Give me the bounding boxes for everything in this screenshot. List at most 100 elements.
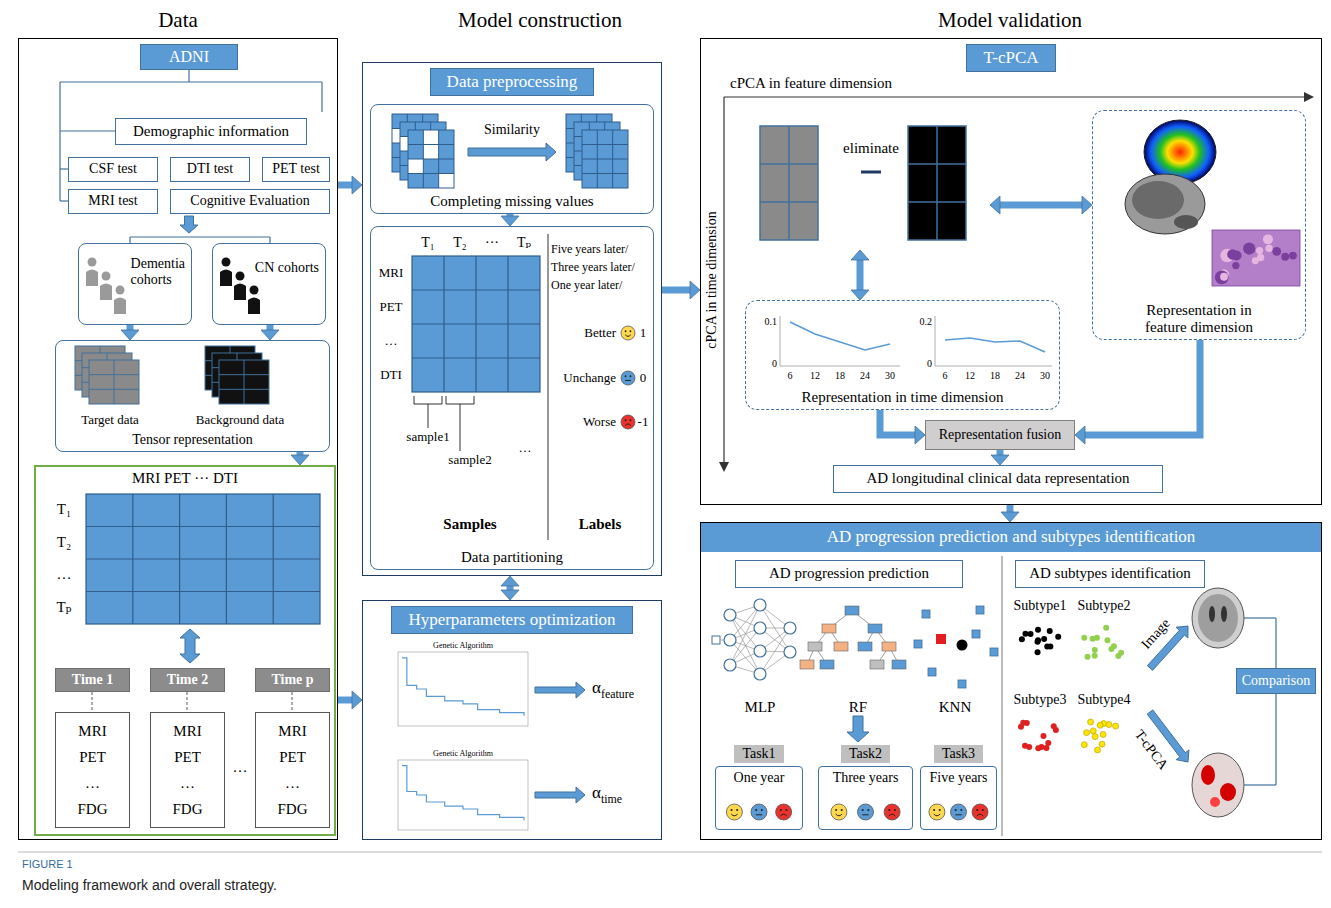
shape [234,284,246,301]
line [408,159,454,160]
node-text: MRI PET ··· DTI [36,470,334,487]
dot [780,809,782,811]
line [86,526,320,527]
flow-arrow [507,586,514,590]
node-text: MRI PET … FDG [77,718,107,822]
task-heading: AD subtypes identification [1015,560,1205,588]
annotation: -1 [638,415,649,430]
dot [1081,742,1087,748]
flow-arrow [267,325,274,330]
flow-arrow [1000,202,1082,209]
line [1244,784,1276,785]
shape [1304,92,1314,102]
line [780,366,900,367]
output-box: AD longitudinal clinical data representa… [833,465,1163,493]
line [130,236,270,237]
dot [754,645,766,657]
dot [736,809,738,811]
dot [236,272,245,281]
task-heading: AD progression prediction [735,560,963,588]
shape [731,814,737,816]
dot [1035,649,1041,655]
shape [908,126,966,240]
panel-heading: Data preprocessing [430,68,595,96]
representation-box: Representation in feature dimension [1092,110,1306,340]
representation-box: Representation in time dimension [745,300,1060,410]
fusion-box: Representation fusion [925,420,1075,450]
data-box: PET test [262,157,330,182]
line [935,316,936,366]
line [89,374,139,375]
dot [1026,744,1032,750]
dot [1103,625,1109,631]
line [1275,618,1276,668]
dot [1045,740,1051,746]
shape [822,624,836,633]
shape [976,606,984,614]
dot [731,809,733,811]
annotation: KNN [939,699,972,716]
dot [1044,643,1050,649]
line [408,173,454,174]
shape [423,130,438,145]
dot [982,809,984,811]
line [582,173,628,174]
shape [100,284,112,301]
line [89,389,139,390]
shape [958,680,966,688]
line [723,97,724,462]
annotation: Labels [579,516,622,533]
dot [1022,631,1028,637]
data-panel: DataADNIDemographic informationCSF testD… [18,38,338,840]
annotation: 24 [860,370,870,382]
shape [89,360,139,404]
annotation: MRI [379,266,404,281]
symbol: α [592,783,601,802]
dot [976,809,978,811]
dot [630,330,632,332]
node-text: CN cohorts [255,260,319,276]
annotation: T₁ [57,501,71,518]
shape [398,652,528,726]
dot [724,609,736,621]
annotation: 0.1 [765,316,778,328]
annotation: Tₚ [56,599,71,616]
application-panel: AD progression prediction and subtypes i… [700,522,1322,840]
shape [1220,783,1236,801]
line [244,360,245,404]
shape [836,814,842,816]
figure-caption: Modeling framework and overall strategy. [22,877,277,893]
validation-panel: T-cPCAeliminateRepresentation in feature… [700,38,1322,505]
process-panel: Data preprocessingCompleting missing val… [362,62,662,576]
tensor-matrix-box: MRI PET ··· DTITime 1Time 2Time pMRI PET… [34,465,336,836]
dot [929,804,945,820]
dot [116,286,125,295]
dot [955,809,957,811]
dot [88,258,97,267]
line [1275,694,1276,785]
line [18,852,1322,853]
annotation: Genetic Algorithm [433,641,493,650]
time-box: Time p [255,668,330,692]
annotation: αtime [592,783,622,806]
node-text: PET test [272,161,320,177]
dot [1100,731,1106,737]
dot [939,809,941,811]
shape [908,126,966,240]
node-text: Three years [818,766,913,830]
dot [1220,273,1228,281]
dot [1035,627,1041,633]
shape [412,256,540,392]
shape [977,814,983,816]
node-text: CSF test [89,161,137,177]
dot [724,659,736,671]
shape [870,660,884,669]
dot [1265,245,1272,252]
chart-line [402,658,524,716]
line [780,316,781,366]
dot [621,415,635,429]
node-text: Completing missing values [430,193,593,210]
dot [630,375,632,377]
dot [1095,747,1101,753]
flow-arrow [880,410,915,435]
